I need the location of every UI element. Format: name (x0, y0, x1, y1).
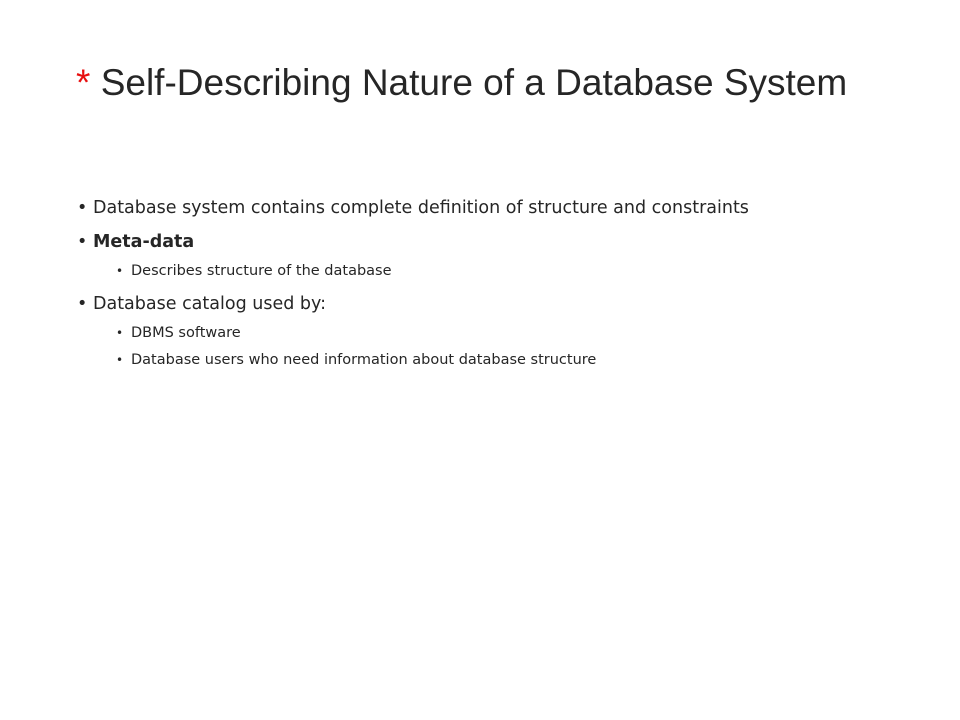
title-asterisk: * (76, 62, 91, 103)
sub-bullet-text: Describes structure of the database (131, 263, 392, 279)
bullet-text: Meta-data (93, 232, 195, 252)
bullet-dot-icon: • (77, 198, 88, 218)
sub-bullet-text: Database users who need information abou… (131, 352, 597, 368)
bullet-dot-icon: • (116, 326, 124, 340)
title-text: Self-Describing Nature of a Database Sys… (100, 62, 848, 103)
bullet-item: •Meta-data (76, 230, 896, 254)
bullet-dot-icon: • (77, 294, 88, 314)
bullet-text: Database system contains complete defini… (93, 198, 749, 218)
bullet-dot-icon: • (116, 353, 124, 367)
bullet-dot-icon: • (77, 232, 88, 252)
bullet-text: Database catalog used by: (93, 294, 326, 314)
sub-bullet-text: DBMS software (131, 325, 241, 341)
bullet-dot-icon: • (116, 264, 124, 278)
bullet-item: •Database catalog used by: (76, 292, 896, 316)
sub-bullet-item: • DBMS software (76, 323, 896, 343)
sub-bullet-item: • Database users who need information abo… (76, 350, 896, 370)
slide-body: •Database system contains complete defin… (76, 196, 896, 370)
slide-title: * Self-Describing Nature of a Database S… (76, 62, 896, 104)
sub-bullet-item: • Describes structure of the database (76, 261, 896, 281)
bullet-item: •Database system contains complete defin… (76, 196, 896, 220)
